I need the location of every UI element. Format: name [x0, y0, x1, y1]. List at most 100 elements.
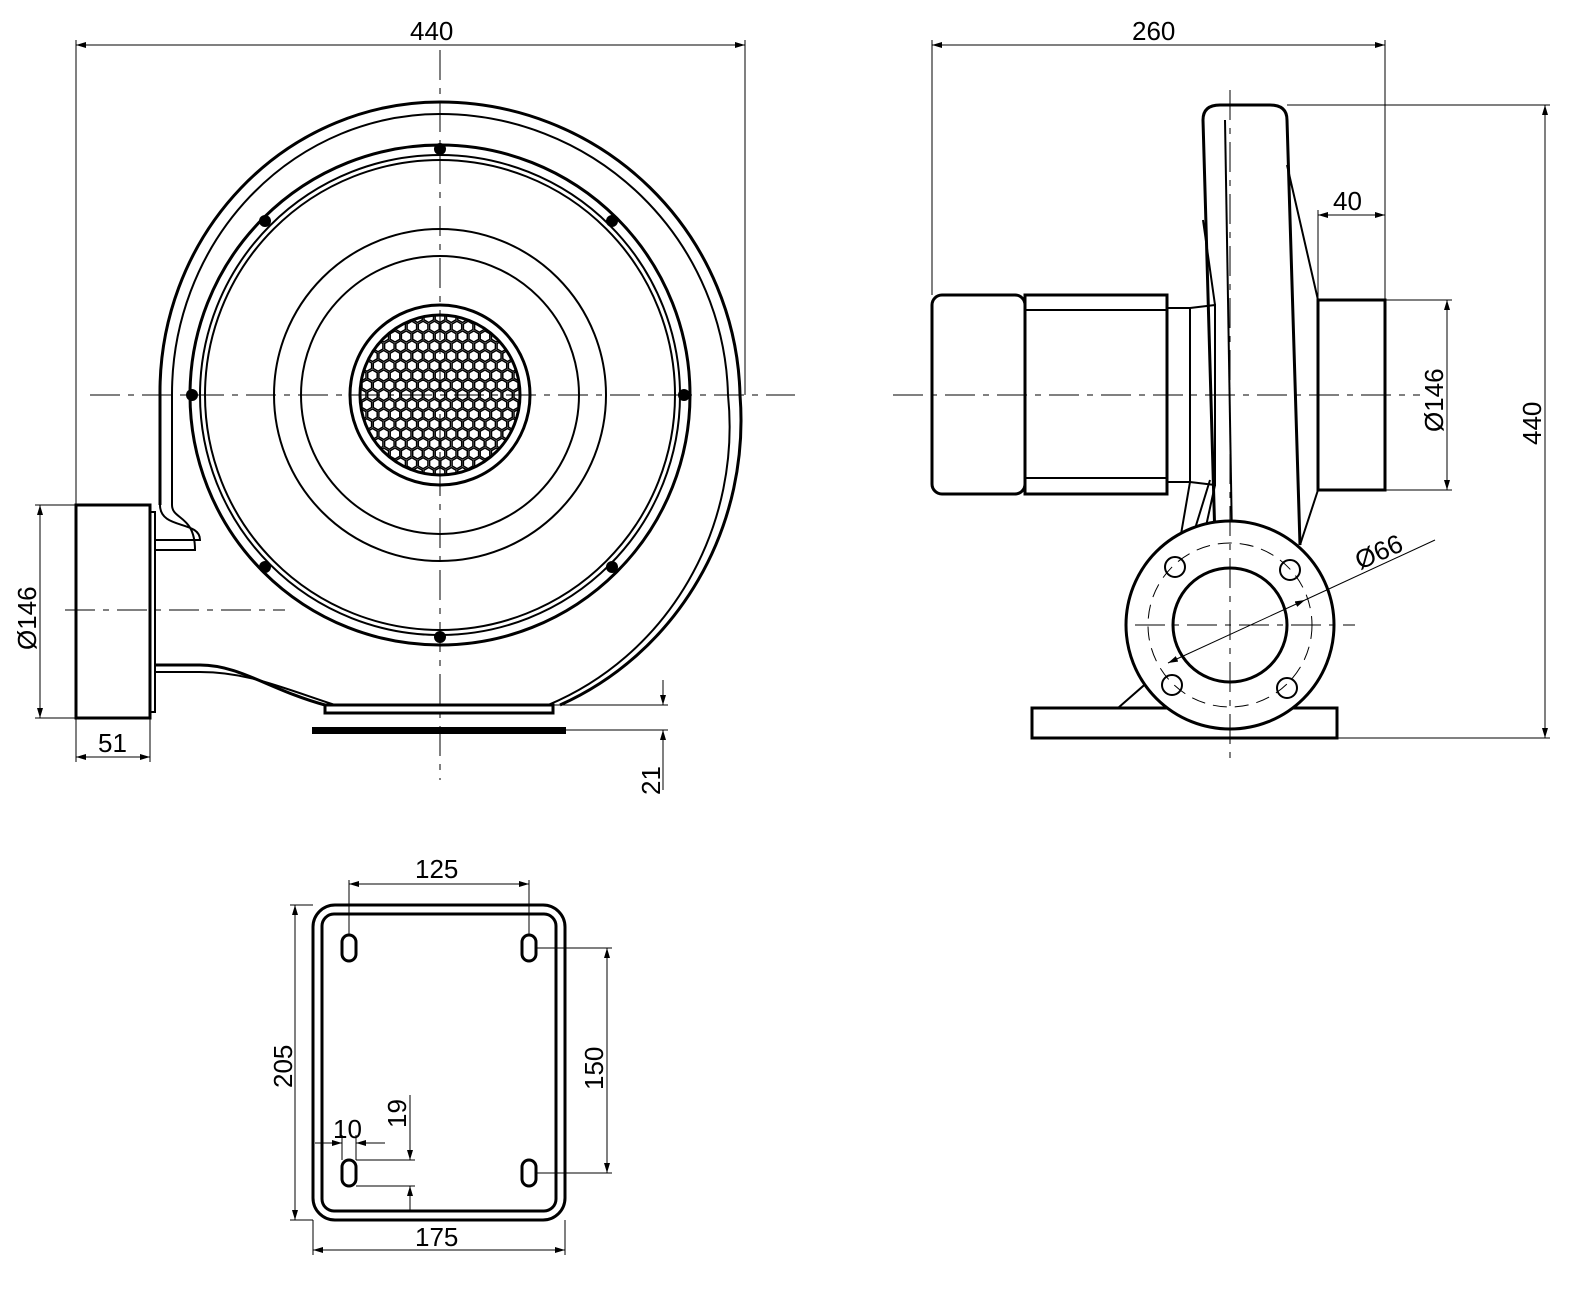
grille-hex-cell [389, 330, 401, 343]
grille-hex-cell [360, 388, 367, 402]
grille-hex-cell [400, 408, 412, 421]
grille-hex-cell [485, 437, 497, 451]
grille-hex-cell [395, 378, 407, 392]
grille-hex-cell [372, 378, 384, 392]
grille-hex-cell [395, 359, 407, 373]
grille-hex-cell [428, 456, 440, 470]
grille-hex-cell [423, 447, 435, 460]
grille-hex-cell [485, 339, 497, 353]
grille-hex-cell [411, 447, 424, 460]
grille-hex-cell [456, 408, 469, 421]
grille-hex-cell [473, 359, 485, 373]
grille-hex-cell [389, 408, 401, 421]
grille-hex-cell [479, 369, 491, 382]
grille-hex-cell [400, 427, 412, 441]
grille-hex-cell [378, 349, 390, 363]
grille-hex-cell [400, 388, 412, 402]
grille-hex-cell [383, 339, 395, 353]
grille-hex-cell [445, 349, 457, 363]
grille-hex-cell [490, 408, 502, 421]
grille-hex-cell [389, 427, 401, 441]
grille-hex-cell [462, 339, 474, 353]
grille-hex-cell [456, 330, 469, 343]
grille-hex-cell [411, 369, 424, 382]
grille-hex-cell [361, 378, 373, 392]
grille-hex-cell [378, 427, 390, 441]
grille-hex-cell [372, 398, 384, 412]
dim-flange-hole: Ø66 [1350, 528, 1407, 575]
motor-body [1023, 293, 1169, 496]
grille-hex-cell [479, 427, 491, 441]
grille-hex-cell [417, 398, 429, 412]
grille-hex-cell [468, 349, 480, 363]
grille-hex-cell [468, 330, 480, 343]
grille-hex-cell [451, 398, 463, 412]
grille-hex-cell [411, 349, 424, 363]
grille-hex-cell [456, 349, 469, 363]
grille-hex-cell [451, 378, 463, 392]
grille-hex-cell [423, 315, 435, 324]
grille-hex-cell [406, 456, 418, 470]
grille-hex-cell [445, 369, 457, 382]
grille-hex-cell [462, 437, 474, 451]
flange-bolts [186, 143, 690, 643]
grille-hex-cell [417, 339, 429, 353]
grille-hex-cell [445, 330, 457, 343]
grille-hex-cell [430, 477, 440, 488]
grille-hex-cell [366, 369, 378, 382]
grille-hex-cell [378, 369, 390, 382]
grille-hex-cell [485, 359, 497, 373]
grille-hex-cell [485, 417, 497, 431]
grille-hex-cell [423, 330, 435, 343]
grille-hex-cell [423, 369, 435, 382]
dim-width: 440 [410, 16, 453, 46]
grille-hex-cell [496, 417, 508, 431]
front-view: 440 Ø146 51 21 [12, 16, 795, 795]
grille-hex-cell [406, 359, 418, 373]
grille-hex-cell [400, 330, 412, 343]
volute-inner [155, 112, 731, 706]
grille-hex-cell [456, 427, 469, 441]
grille-hex-cell [468, 369, 480, 382]
grille-hex-cell [406, 339, 418, 353]
grille-hex-cell [411, 427, 424, 441]
grille-hex-cell [389, 369, 401, 382]
grille-hex-cell [417, 320, 429, 334]
base-view: 125 205 150 19 10 175 [268, 854, 612, 1255]
dim-base-length: 205 [268, 1045, 298, 1088]
grille-hex-cell [428, 339, 440, 353]
flange-holes [1161, 556, 1301, 699]
outlet-flange [74, 503, 152, 720]
grille-hex-cell [451, 456, 463, 470]
volute-outer [155, 100, 743, 707]
grille-hex-cell [400, 447, 412, 460]
grille-hex-cell [428, 359, 440, 373]
dim-inlet-length: 40 [1333, 186, 1362, 216]
grille-hex-cell [445, 427, 457, 441]
grille-hex-cell [417, 456, 429, 470]
grille-hex-cell [428, 378, 440, 392]
grille-hex-cell [383, 359, 395, 373]
mounting-slots [340, 933, 538, 1188]
grille-hex-cell [485, 398, 497, 412]
grille-hex-cell [441, 477, 451, 488]
grille-hex-cell [445, 408, 457, 421]
grille-hex-cell [423, 427, 435, 441]
dim-slot-length: 19 [382, 1099, 412, 1128]
grille-hex-cell [383, 398, 395, 412]
grille-hex-cell [462, 417, 474, 431]
grille-hex-cell [411, 388, 424, 402]
grille-hex-cell [395, 398, 407, 412]
grille-hex-cell [473, 398, 485, 412]
grille-hex-cell [389, 388, 401, 402]
grille-hex-cell [507, 398, 519, 412]
grille-hex-cell [468, 388, 480, 402]
grille-hex-cell [400, 466, 412, 475]
dim-hole-spacing-x: 125 [415, 854, 458, 884]
grille-hex-cell [395, 339, 407, 353]
grille-hex-cell [502, 408, 514, 421]
grille-hex-cell [502, 388, 514, 402]
grille-hex-cell [411, 466, 424, 475]
grille-hex-cell [406, 437, 418, 451]
grille-hex-cell [445, 388, 457, 402]
